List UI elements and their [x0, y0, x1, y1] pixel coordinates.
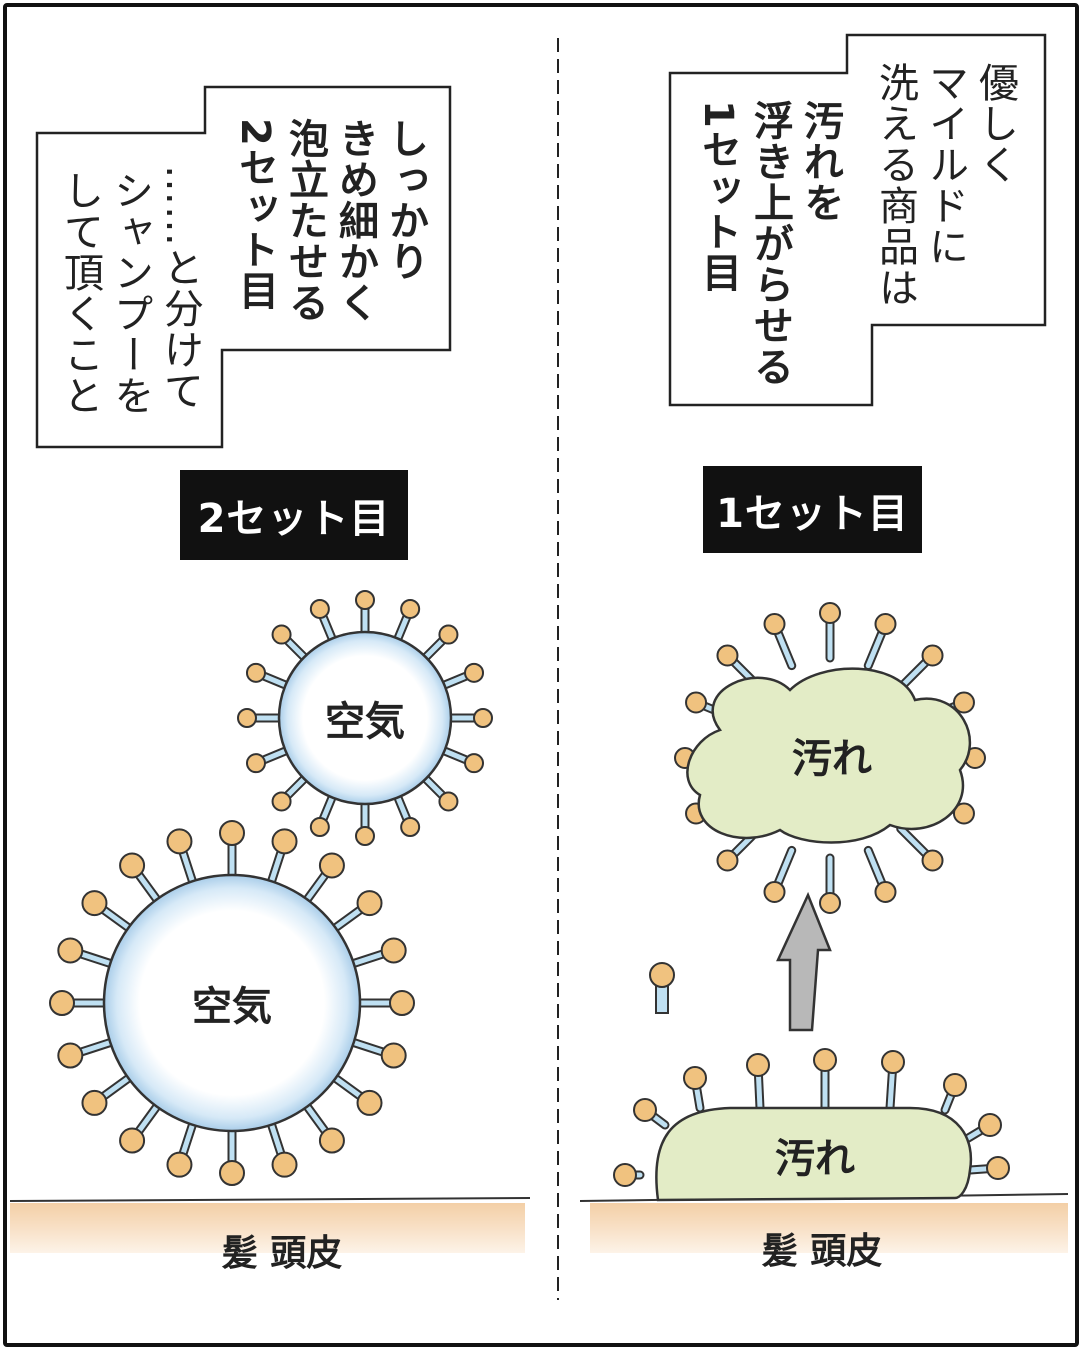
- surfactant-stalk: [464, 753, 485, 774]
- surfactant-stalk: [318, 852, 345, 879]
- surfactant-stalk: [763, 880, 786, 903]
- dirt-blob-top: [686, 667, 972, 844]
- surfactant-stalk: [57, 1042, 84, 1069]
- surfactant-stalk: [57, 937, 84, 964]
- surfactant-stalk: [716, 644, 739, 667]
- surfactant-stalk: [400, 598, 421, 619]
- surfactant-stalk: [271, 624, 292, 645]
- surfactant-stalk: [921, 644, 944, 667]
- caption-line: しっかり: [382, 118, 428, 282]
- surfactant-stalk: [355, 590, 375, 610]
- surfactant-stalk: [400, 817, 421, 838]
- caption-line: 1セット目: [695, 100, 741, 293]
- caption-line: 泡立たせる: [282, 118, 328, 323]
- air-label: 空気: [325, 699, 405, 745]
- dirt-label: 汚れ: [775, 1136, 855, 1182]
- surfactant-stalk: [245, 662, 266, 683]
- surfactant-stalk: [245, 753, 266, 774]
- caption-box-right: [668, 33, 1047, 407]
- surfactant-stalk: [166, 828, 193, 855]
- surfactant-stalk: [380, 1042, 407, 1069]
- surfactant-stalk: [356, 890, 383, 917]
- surfactant-stalk: [219, 1160, 245, 1186]
- scalp-label: 髪 頭皮: [761, 1231, 883, 1272]
- surfactant-stalk: [685, 691, 708, 714]
- surfactant-stalk: [633, 1098, 657, 1122]
- surfactant-stalk: [874, 613, 897, 636]
- surfactant-stalk: [473, 708, 493, 728]
- surfactant-stalk: [819, 892, 841, 914]
- caption-line: して頂くこと: [57, 170, 103, 416]
- surfactant-stalk: [978, 1113, 1002, 1137]
- surfactant-stalk: [921, 849, 944, 872]
- panel-frame: [3, 3, 1079, 1347]
- scalp-band-left: [10, 1203, 525, 1253]
- caption-box-left: [35, 85, 452, 449]
- caption-line: マイルドに: [922, 62, 968, 267]
- caption-line: きめ細かく: [332, 118, 378, 323]
- caption-line: シャンプーを: [107, 170, 153, 416]
- surfactant-stalk: [986, 1156, 1010, 1180]
- surfactant-stalk: [81, 1089, 108, 1116]
- surfactant-stalk: [464, 662, 485, 683]
- surfactant-stalk: [683, 1066, 707, 1090]
- up-arrow-icon: [776, 891, 832, 1032]
- scalp-band-right: [590, 1203, 1068, 1253]
- caption-line: ……と分けて: [157, 165, 203, 411]
- dirt-label: 汚れ: [792, 736, 872, 782]
- surfactant-stalk: [271, 1151, 298, 1178]
- surfactant-stalk: [309, 817, 330, 838]
- surfactant-stalk: [952, 691, 975, 714]
- caption-line: 洗える商品は: [872, 62, 918, 308]
- caption-line: 優しく: [972, 62, 1018, 185]
- surfactant-stalk: [355, 826, 375, 846]
- surfactant-stalk: [49, 990, 75, 1016]
- detached-surfactant: [649, 962, 675, 1014]
- air-label: 空気: [192, 984, 272, 1030]
- scalp-label: 髪 頭皮: [221, 1233, 343, 1274]
- surfactant-stalk: [119, 852, 146, 879]
- caption-line: 浮き上がらせる: [747, 100, 793, 387]
- surfactant-stalk: [271, 828, 298, 855]
- surfactant-stalk: [119, 1127, 146, 1154]
- surfactant-stalk: [271, 791, 292, 812]
- caption-line: 2セット目: [232, 118, 278, 311]
- surfactant-stalk: [81, 890, 108, 917]
- surfactant-stalk: [438, 624, 459, 645]
- surfactant-stalk: [746, 1053, 770, 1077]
- surfactant-stalk: [716, 849, 739, 872]
- surfactant-stalk: [763, 613, 786, 636]
- surfactant-stalk: [219, 820, 245, 846]
- surfactant-stalk: [380, 937, 407, 964]
- air-bubble-small: [277, 630, 453, 806]
- surfactant-stalk: [166, 1151, 193, 1178]
- surfactant-stalk: [813, 1048, 837, 1072]
- surfactant-stalk: [389, 990, 415, 1016]
- surfactant-stalk: [318, 1127, 345, 1154]
- caption-line: 汚れを: [797, 100, 843, 223]
- dirt-blob-bottom: [655, 1106, 973, 1202]
- surfactant-stalk: [952, 802, 975, 825]
- surfactant-stalk: [438, 791, 459, 812]
- air-bubble-large: [102, 873, 362, 1133]
- surfactant-stalk: [356, 1089, 383, 1116]
- surfactant-stalk: [881, 1050, 905, 1074]
- surfactant-stalk: [237, 708, 257, 728]
- surfactant-stalk: [874, 880, 897, 903]
- set-tag-1: 1セット目: [703, 466, 922, 553]
- surfactant-stalk: [613, 1163, 637, 1187]
- surfactant-stalk: [309, 598, 330, 619]
- surfactant-stalk: [819, 602, 841, 624]
- set-tag-2: 2セット目: [180, 470, 408, 560]
- surfactant-stalk: [943, 1073, 967, 1097]
